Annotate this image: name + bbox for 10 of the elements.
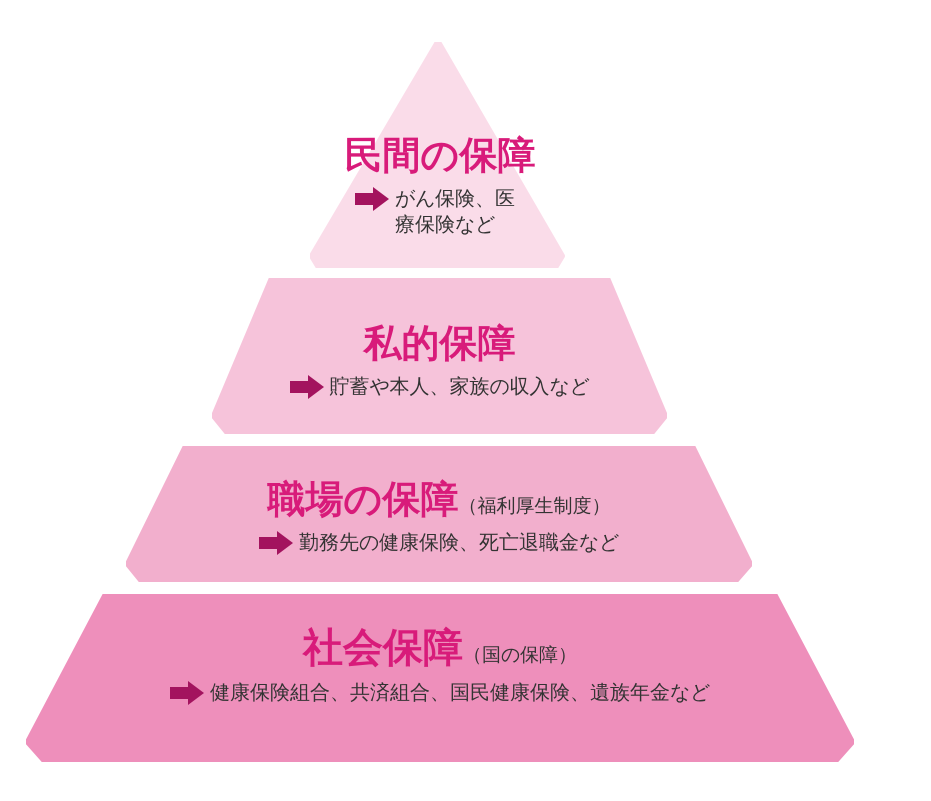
tier-heading: 私的保障 bbox=[364, 321, 516, 365]
tier-note: （国の保障） bbox=[463, 644, 577, 666]
tier-heading: 職場の保障 bbox=[268, 477, 458, 521]
tier-heading: 民間の保障 bbox=[344, 133, 536, 177]
tier-description: 貯蓄や本人、家族の収入など bbox=[330, 373, 590, 399]
tier-heading: 社会保障 bbox=[303, 625, 463, 671]
tier-description: 健康保険組合、共済組合、国民健康保険、遺族年金など bbox=[210, 679, 710, 705]
tier-description: がん保険、医療保険など bbox=[395, 185, 516, 237]
tier-note: （福利厚生制度） bbox=[458, 495, 610, 517]
tier-description: 勤務先の健康保険、死亡退職金など bbox=[299, 529, 619, 555]
